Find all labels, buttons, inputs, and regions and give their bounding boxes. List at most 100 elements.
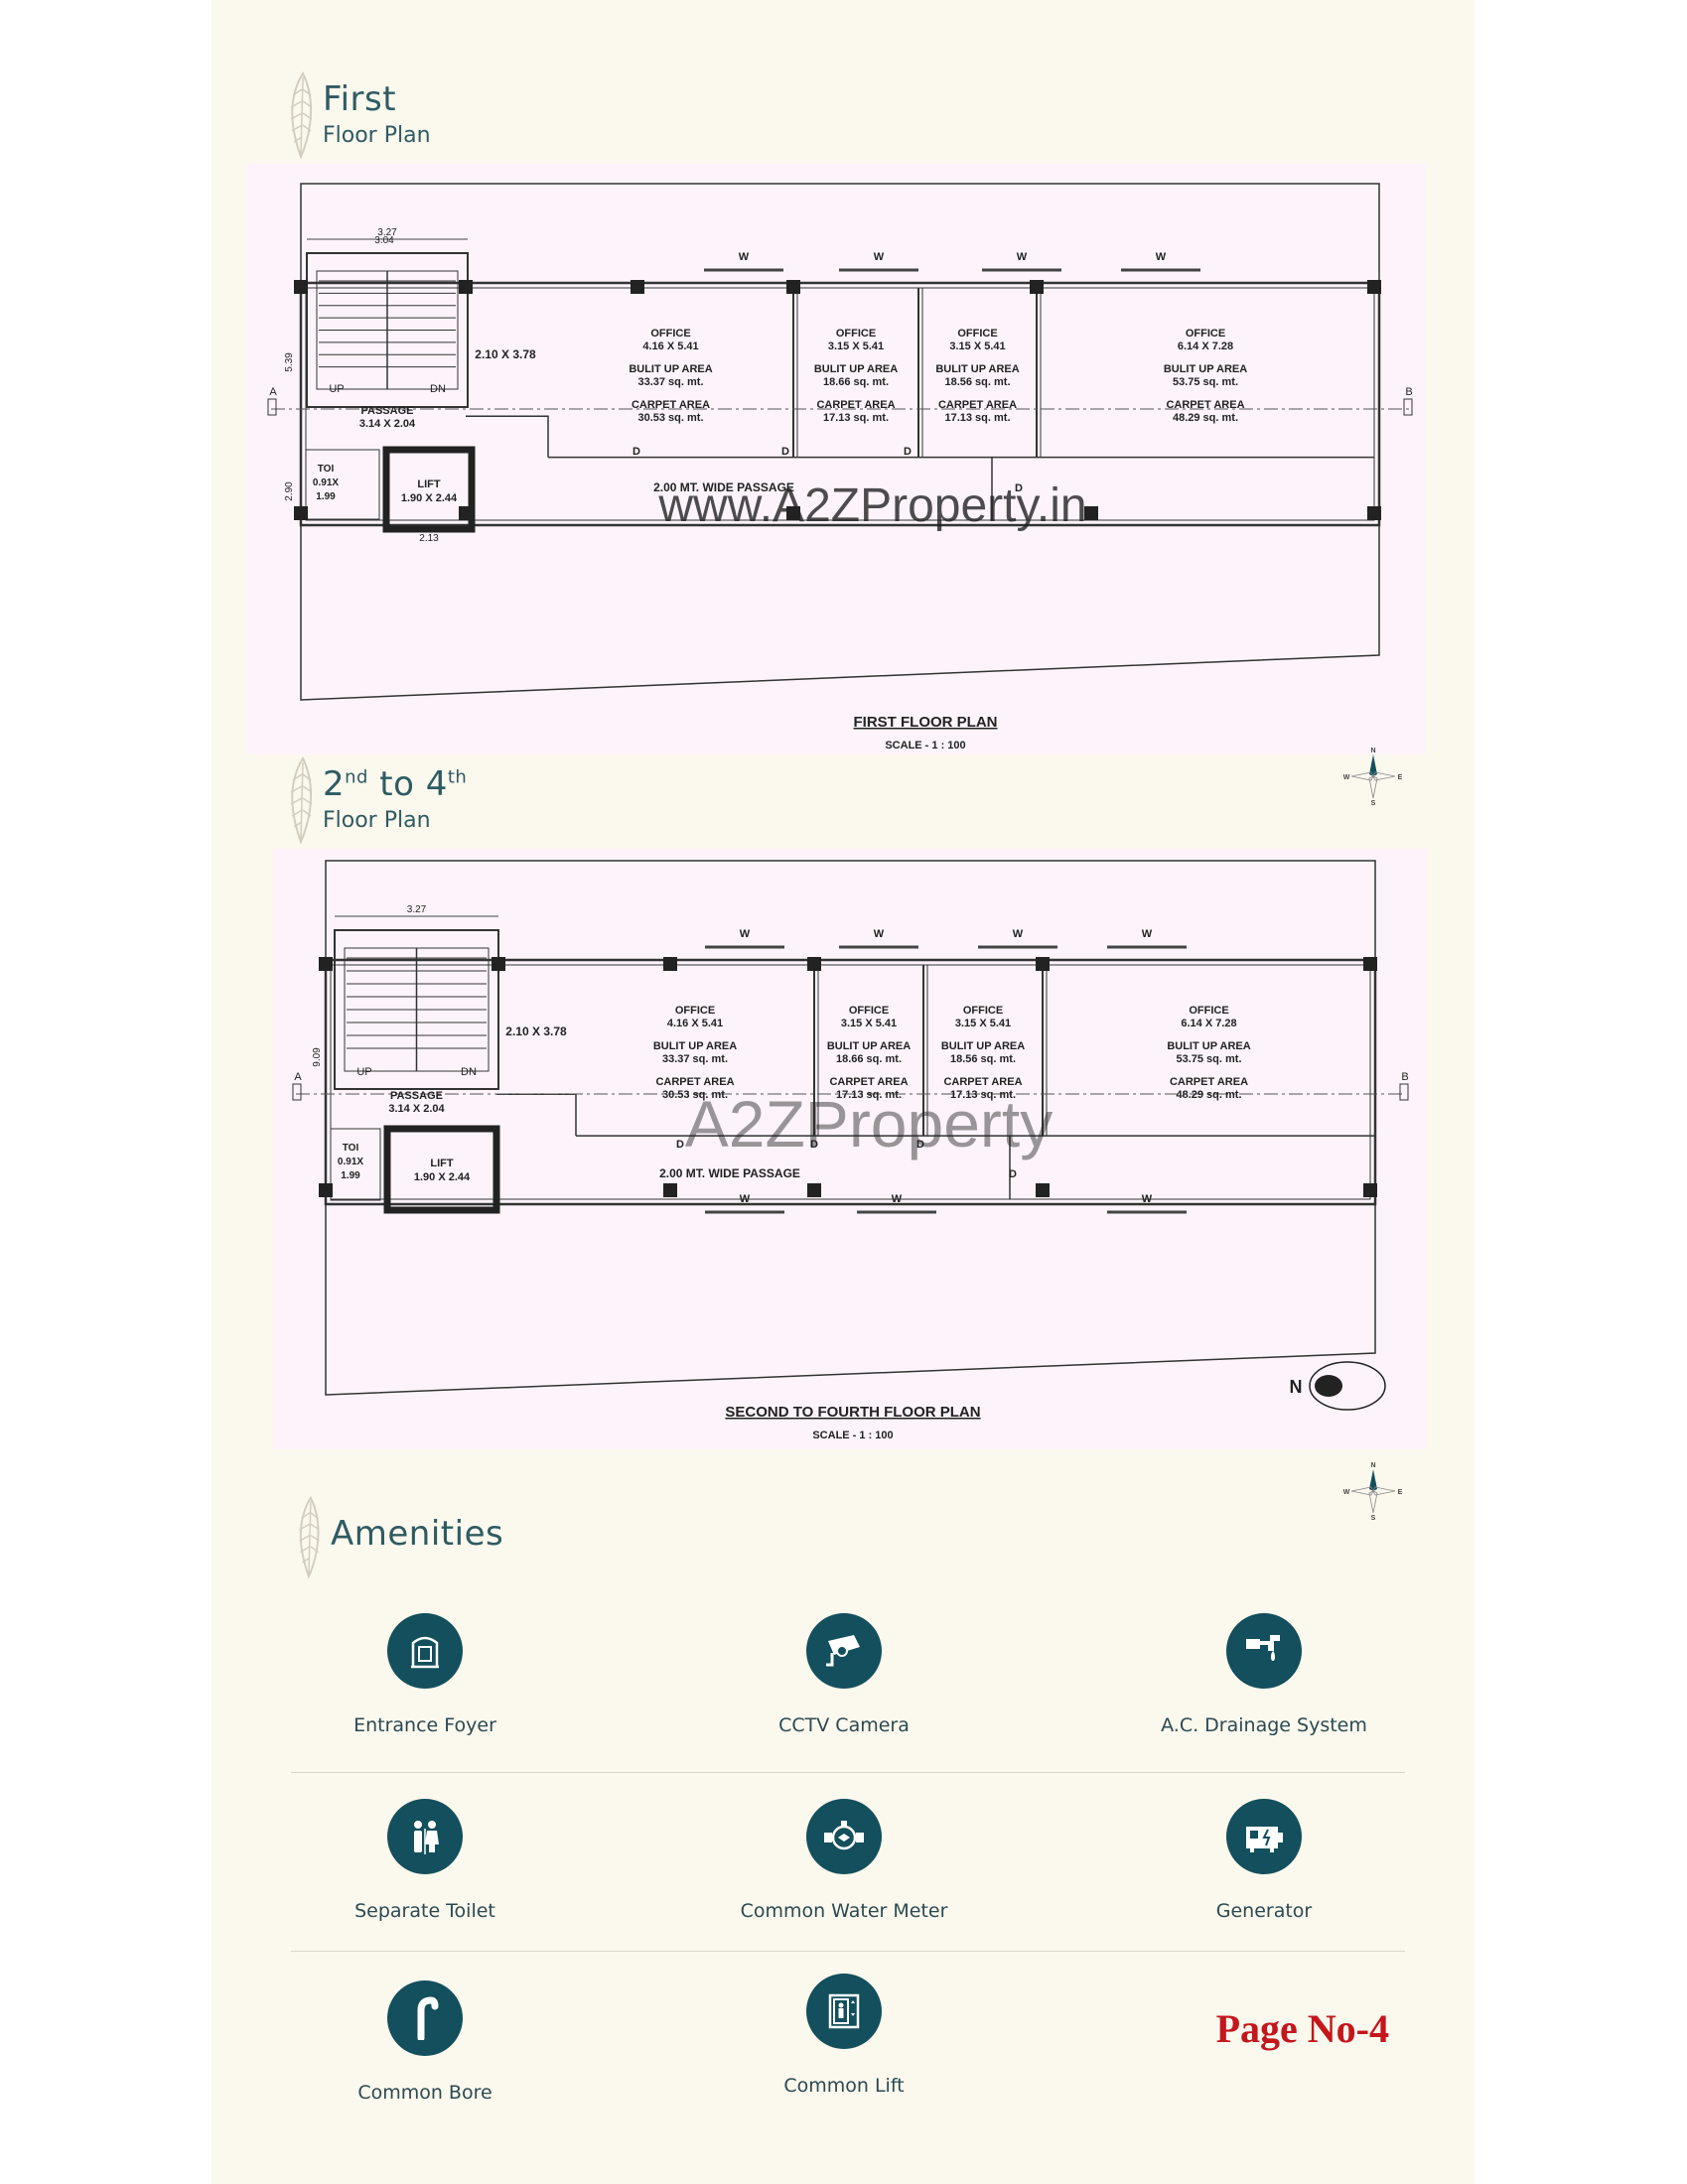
lobby-size: 2.10 X 3.78 bbox=[505, 1024, 567, 1038]
window-label: W bbox=[740, 928, 751, 940]
carpet-label: CARPET AREA bbox=[1170, 1076, 1248, 1088]
stair-dn-label: DN bbox=[430, 383, 446, 395]
amenity-item: Generator bbox=[1135, 1799, 1393, 1922]
amenity-item: Common Lift bbox=[715, 1974, 973, 2097]
bore-icon bbox=[387, 1980, 463, 2056]
north-circle bbox=[1309, 1361, 1386, 1411]
carpet-value: 30.53 sq. mt. bbox=[662, 1089, 728, 1101]
compass-label: E bbox=[1398, 1489, 1403, 1496]
column bbox=[294, 280, 308, 294]
office-size: 3.15 X 5.41 bbox=[949, 341, 1005, 352]
passage-size: 3.14 X 2.04 bbox=[359, 418, 416, 430]
carpet-label: CARPET AREA bbox=[829, 1076, 908, 1088]
passage-size: 3.14 X 2.04 bbox=[388, 1103, 445, 1115]
passage-label: PASSAGE bbox=[361, 405, 414, 417]
column bbox=[492, 957, 505, 971]
toilet-label: TOI bbox=[343, 1143, 359, 1154]
carpet-value: 17.13 sq. mt. bbox=[836, 1089, 902, 1101]
divider bbox=[291, 1772, 1405, 1773]
toilet-size: 0.91X bbox=[338, 1157, 363, 1167]
column bbox=[319, 957, 333, 971]
stair-dn-label: DN bbox=[461, 1066, 477, 1078]
stair-block bbox=[306, 252, 469, 408]
carpet-value: 17.13 sq. mt. bbox=[823, 412, 889, 424]
amenity-item: A.C. Drainage System bbox=[1135, 1613, 1393, 1736]
office-name: OFFICE bbox=[1186, 328, 1225, 340]
column bbox=[1363, 1183, 1377, 1197]
carpet-value: 17.13 sq. mt. bbox=[950, 1089, 1016, 1101]
dimension-label: 9.09 bbox=[312, 1047, 323, 1067]
window-label: W bbox=[740, 1193, 751, 1205]
window-label: W bbox=[1142, 928, 1153, 940]
lobby-size: 2.10 X 3.78 bbox=[475, 347, 536, 361]
compass-needle bbox=[1368, 775, 1378, 799]
site-boundary bbox=[300, 183, 1380, 701]
column bbox=[663, 957, 677, 971]
office-size: 4.16 X 5.41 bbox=[667, 1018, 723, 1029]
compass-needle bbox=[1368, 1490, 1378, 1514]
section-subtitle: Floor Plan bbox=[323, 808, 431, 833]
section-mark-a: A bbox=[294, 1071, 302, 1083]
built-up-label: BULIT UP AREA bbox=[827, 1040, 911, 1052]
door-label: D bbox=[810, 1139, 818, 1151]
column bbox=[294, 506, 308, 520]
ac-drainage-icon bbox=[1226, 1613, 1302, 1689]
lift-size: 1.90 X 2.44 bbox=[401, 492, 458, 504]
section-mark-b: B bbox=[1405, 386, 1412, 398]
page-number: Page No-4 bbox=[1215, 2006, 1389, 2051]
title-sup-2: th bbox=[447, 766, 468, 788]
carpet-value: 48.29 sq. mt. bbox=[1176, 1089, 1241, 1101]
section-title: Amenities bbox=[331, 1514, 504, 1554]
office-size: 6.14 X 7.28 bbox=[1181, 1018, 1236, 1029]
north-dot bbox=[1315, 1375, 1342, 1397]
amenity-label: Entrance Foyer bbox=[353, 1714, 496, 1736]
column bbox=[1363, 957, 1377, 971]
amenity-label: Common Water Meter bbox=[740, 1900, 948, 1922]
office-size: 3.15 X 5.41 bbox=[841, 1018, 897, 1029]
built-up-value: 18.56 sq. mt. bbox=[950, 1053, 1016, 1065]
carpet-label: CARPET AREA bbox=[938, 399, 1017, 411]
built-up-label: BULIT UP AREA bbox=[629, 363, 712, 375]
plan-scale: SCALE - 1 : 100 bbox=[885, 740, 965, 751]
door-label: D bbox=[676, 1139, 684, 1151]
lift-label: LIFT bbox=[417, 478, 440, 490]
toilet-label: TOI bbox=[318, 464, 335, 475]
divider bbox=[291, 1951, 1405, 1952]
window-label: W bbox=[1142, 1193, 1153, 1205]
amenity-label: Common Lift bbox=[783, 2075, 905, 2097]
column bbox=[459, 280, 473, 294]
carpet-label: CARPET AREA bbox=[1166, 399, 1244, 411]
window-label: W bbox=[1156, 251, 1167, 263]
built-up-value: 18.56 sq. mt. bbox=[944, 376, 1010, 388]
section-mark-a: A bbox=[269, 386, 277, 398]
amenity-item: Entrance Foyer bbox=[296, 1613, 554, 1736]
section-mark-b: B bbox=[1401, 1071, 1408, 1083]
amenity-item: Common Bore bbox=[296, 1980, 554, 2104]
passage-label: PASSAGE bbox=[390, 1090, 443, 1102]
office-size: 4.16 X 5.41 bbox=[642, 341, 698, 352]
amenity-item: Separate Toilet bbox=[296, 1799, 554, 1922]
building-outline bbox=[299, 281, 1381, 527]
built-up-value: 18.66 sq. mt. bbox=[836, 1053, 902, 1065]
entrance-foyer-icon bbox=[387, 1613, 463, 1689]
door-label: D bbox=[1009, 1168, 1017, 1180]
dimension-label: 3.27 bbox=[407, 904, 427, 915]
site-boundary bbox=[325, 860, 1376, 1396]
built-up-value: 18.66 sq. mt. bbox=[823, 376, 889, 388]
section-arrow bbox=[292, 1083, 302, 1101]
amenity-label: A.C. Drainage System bbox=[1161, 1714, 1367, 1736]
built-up-label: BULIT UP AREA bbox=[653, 1040, 737, 1052]
amenity-label: Separate Toilet bbox=[354, 1900, 495, 1922]
section-arrow bbox=[267, 398, 277, 416]
lift-label: LIFT bbox=[430, 1158, 453, 1169]
door-label: D bbox=[916, 1139, 924, 1151]
plan-scale: SCALE - 1 : 100 bbox=[812, 1430, 893, 1441]
lift-shaft bbox=[382, 446, 476, 533]
dimension-label: 2.90 bbox=[284, 481, 295, 501]
column bbox=[1030, 280, 1044, 294]
carpet-label: CARPET AREA bbox=[632, 399, 710, 411]
column bbox=[786, 506, 800, 520]
compass-label: N bbox=[1370, 1462, 1375, 1469]
toilet-size: 1.99 bbox=[316, 491, 336, 502]
